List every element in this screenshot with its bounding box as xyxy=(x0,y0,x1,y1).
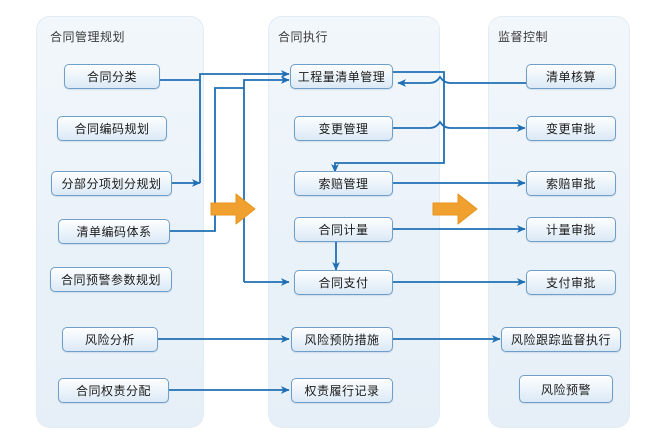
node-contract-responsibility-allocation[interactable]: 合同权责分配 xyxy=(58,378,169,403)
node-risk-prevention-measures[interactable]: 风险预防措施 xyxy=(291,327,393,352)
execution-to-supervision-arrow xyxy=(432,192,478,226)
panel-title-supervision: 监督控制 xyxy=(498,30,549,44)
node-contract-measurement[interactable]: 合同计量 xyxy=(294,217,393,242)
planning-to-execution-arrow xyxy=(210,192,256,226)
node-contract-coding-plan[interactable]: 合同编码规划 xyxy=(57,116,167,141)
node-risk-analysis[interactable]: 风险分析 xyxy=(62,327,158,352)
panel-title-planning: 合同管理规划 xyxy=(50,30,126,44)
node-wbs-division-plan[interactable]: 分部分项划分规划 xyxy=(51,171,172,196)
node-contract-classification[interactable]: 合同分类 xyxy=(64,64,160,89)
node-contract-alert-params-plan[interactable]: 合同预警参数规划 xyxy=(50,267,172,292)
node-responsibility-performance-record[interactable]: 权责履行记录 xyxy=(291,378,393,403)
node-change-management[interactable]: 变更管理 xyxy=(294,116,393,141)
node-boq-accounting[interactable]: 清单核算 xyxy=(526,64,616,89)
node-change-approval[interactable]: 变更审批 xyxy=(526,116,616,141)
node-boq-management[interactable]: 工程量清单管理 xyxy=(290,64,393,89)
node-contract-payment[interactable]: 合同支付 xyxy=(294,270,393,295)
node-measurement-approval[interactable]: 计量审批 xyxy=(526,217,616,242)
node-risk-tracking-supervision[interactable]: 风险跟踪监督执行 xyxy=(501,327,621,352)
node-payment-approval[interactable]: 支付审批 xyxy=(526,270,616,295)
panel-title-execution: 合同执行 xyxy=(278,30,329,44)
node-claim-approval[interactable]: 索赔审批 xyxy=(526,171,616,196)
node-claim-management[interactable]: 索赔管理 xyxy=(294,171,393,196)
node-boq-coding-system[interactable]: 清单编码体系 xyxy=(58,219,170,244)
node-risk-warning[interactable]: 风险预警 xyxy=(519,375,613,403)
